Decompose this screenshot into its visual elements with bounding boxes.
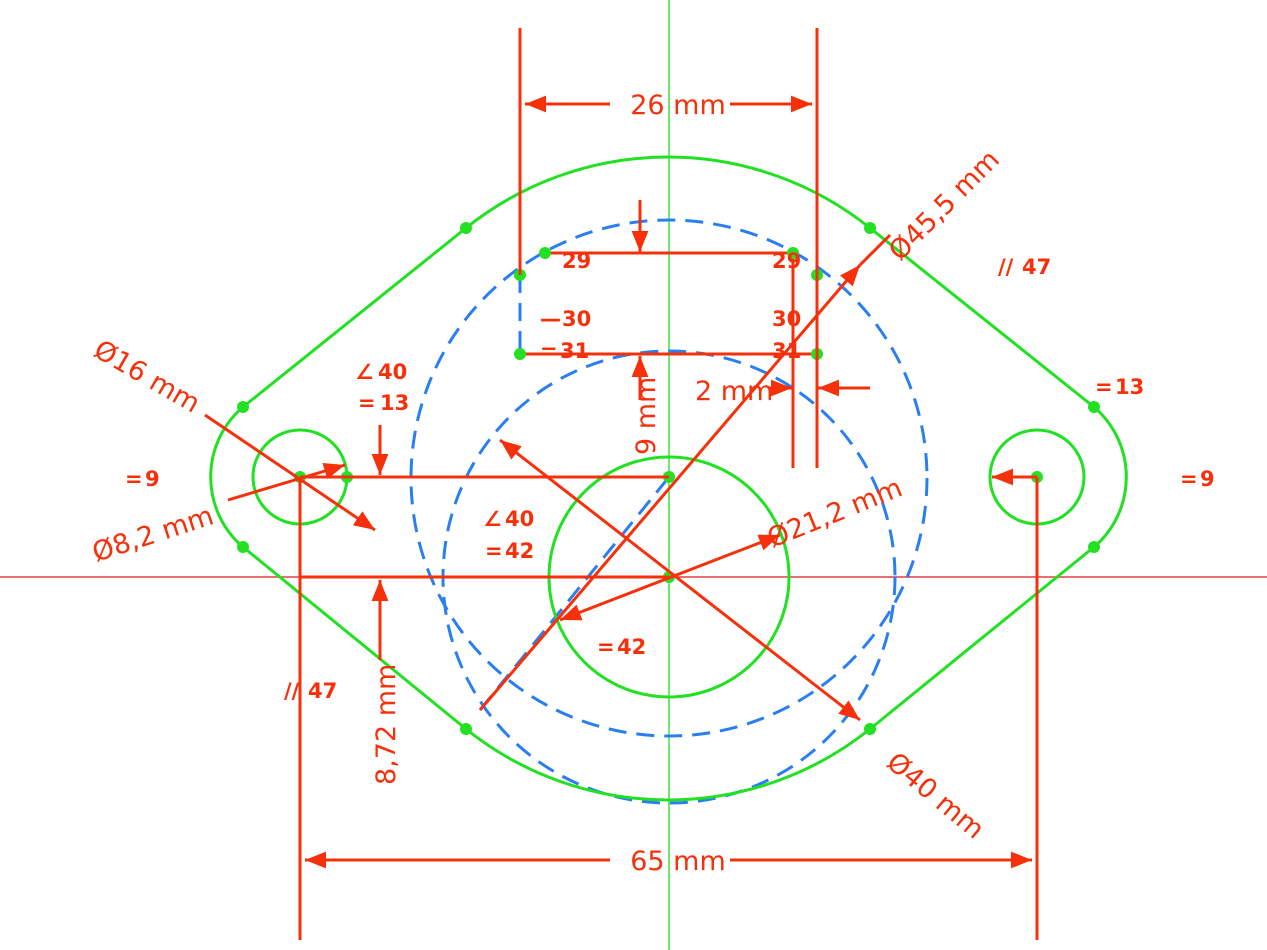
constraint-42[interactable]: =	[597, 635, 615, 659]
constraint-13[interactable]: 13	[380, 391, 409, 415]
constraint-13[interactable]: 13	[1115, 375, 1144, 399]
constraint-31[interactable]: =	[540, 339, 558, 363]
dim-slot-height[interactable]: 9 mm	[631, 377, 662, 455]
constraint-29[interactable]: 29	[562, 249, 591, 273]
constraint-13[interactable]: =	[358, 391, 376, 415]
constraint-47[interactable]: 47	[1022, 255, 1051, 279]
constraint-labels: 29 29 — 30 30 = 31 31 ∠ 40 = 13 ∠ 40 = 4…	[125, 249, 1215, 703]
constraint-40[interactable]: ∠	[483, 507, 502, 531]
constraint-40[interactable]: ∠	[355, 360, 374, 384]
constraint-42[interactable]: 42	[505, 539, 534, 563]
constraint-31[interactable]: 31	[560, 339, 589, 363]
dimension-lines	[204, 28, 1039, 940]
constraint-30[interactable]: 30	[562, 307, 591, 331]
constraint-31[interactable]: 31	[772, 339, 801, 363]
constraint-13[interactable]: =	[1095, 375, 1113, 399]
constraint-30[interactable]: 30	[772, 307, 801, 331]
constraint-40[interactable]: 40	[505, 507, 534, 531]
dim-vertical-offset[interactable]: 8,72 mm	[371, 664, 402, 785]
dim-hole-spacing[interactable]: 65 mm	[630, 846, 726, 877]
constraint-42[interactable]: =	[485, 539, 503, 563]
constraint-47[interactable]: 47	[308, 679, 337, 703]
constraint-9[interactable]: =	[125, 467, 143, 491]
slot[interactable]	[520, 251, 817, 356]
constraint-29[interactable]: 29	[772, 249, 801, 273]
constraint-9[interactable]: 9	[1200, 467, 1215, 491]
constraint-47[interactable]: //	[998, 255, 1014, 279]
constraint-47[interactable]: //	[284, 679, 300, 703]
dim-slot-width[interactable]: 26 mm	[630, 90, 726, 121]
construction-circle-45[interactable]	[409, 218, 929, 738]
constraint-9[interactable]: 9	[145, 467, 160, 491]
dim-lug-dia[interactable]: Ø16 mm	[89, 334, 206, 419]
constraint-40[interactable]: 40	[378, 360, 407, 384]
constraint-9[interactable]: =	[1180, 467, 1198, 491]
constraint-42[interactable]: 42	[617, 635, 646, 659]
constraint-30[interactable]: —	[540, 307, 561, 331]
dim-hole-dia[interactable]: Ø8,2 mm	[89, 500, 218, 568]
dim-bolt-circle[interactable]: Ø40 mm	[881, 747, 990, 846]
dim-outer-dia[interactable]: Ø45,5 mm	[883, 144, 1006, 267]
dim-offset-2[interactable]: 2 mm	[695, 376, 773, 407]
